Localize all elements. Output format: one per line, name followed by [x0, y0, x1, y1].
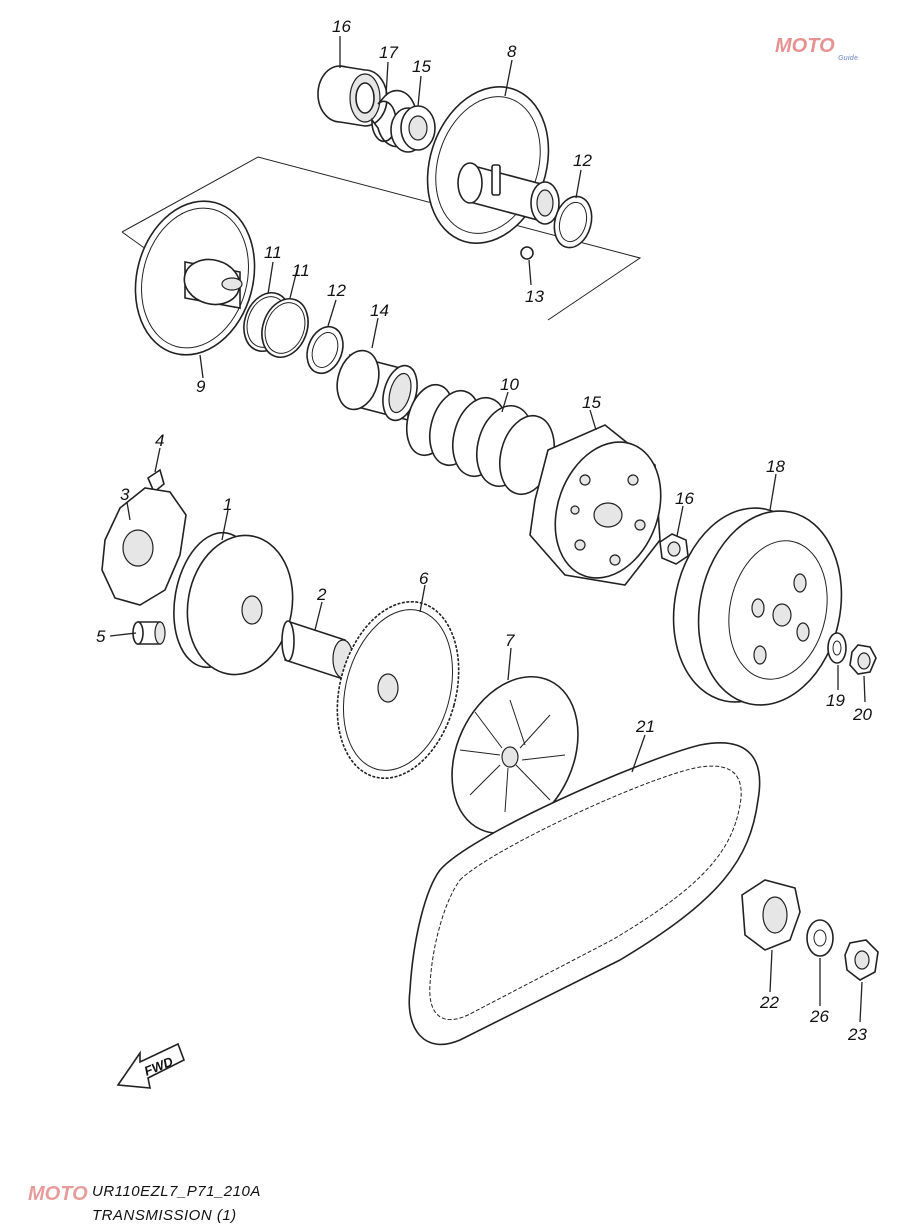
watermark-logo-bottom: MOTO: [28, 1183, 88, 1205]
leader-lines: [109, 36, 866, 1023]
callout-23: 21: [635, 717, 655, 736]
part-7-fan: [451, 675, 579, 835]
callout-20: 18: [766, 457, 785, 476]
callout-8: 8: [507, 42, 517, 61]
callout-18: 16: [332, 17, 351, 36]
part-4-fastener: [147, 468, 165, 494]
callout-7: 7: [505, 631, 515, 650]
part-25-nut: [844, 939, 879, 981]
fwd-direction-arrow: FWD: [116, 1042, 186, 1089]
part-9-driven-pulley-face: [134, 200, 256, 356]
callout-labels: 16 17 15 8 12 13 11 11 12 14 10 15 16 18…: [96, 17, 872, 1044]
watermark-text: MOTO: [775, 35, 835, 57]
part-2-sleeve: [281, 620, 354, 680]
watermark-logo-top: MOTO Guide: [775, 35, 858, 62]
part-5-collar: [132, 621, 166, 645]
callout-11-b: 11: [292, 261, 310, 280]
watermark-subtext: Guide: [838, 55, 858, 62]
watermark-text-bottom: MOTO: [28, 1183, 88, 1205]
part-1-movable-drive-face: [173, 531, 294, 676]
part-12-oring-lower: [306, 325, 344, 375]
part-20-clutch-housing: [672, 507, 843, 706]
callout-24: 22: [759, 993, 779, 1012]
callout-12-lower: 12: [327, 281, 346, 300]
callout-3: 3: [120, 485, 130, 504]
diagram-code: UR110EZL7_P71_210A: [92, 1183, 261, 1200]
part-23-v-belt: [408, 742, 761, 1046]
part-22-nut: [849, 644, 877, 675]
callout-17: 15: [412, 57, 431, 76]
callout-6: 6: [419, 569, 429, 588]
part-18-needle-bearing: [317, 65, 388, 127]
callout-1: 1: [223, 495, 232, 514]
callout-13: 13: [525, 287, 544, 306]
callout-16: 16: [675, 489, 694, 508]
callout-9: 9: [196, 377, 206, 396]
part-3-ramp-plate: [101, 487, 187, 606]
callout-25: 23: [847, 1025, 867, 1044]
callout-14: 14: [370, 301, 389, 320]
part-26-washer: [806, 919, 834, 957]
part-11-oring-b: [261, 298, 309, 358]
part-12-oring-upper: [553, 195, 593, 249]
diagram-title: TRANSMISSION (1): [92, 1207, 237, 1224]
callout-5: 5: [96, 627, 106, 646]
callout-21: 19: [826, 691, 845, 710]
callout-2: 2: [316, 585, 327, 604]
part-8-driven-face: [426, 86, 560, 244]
fwd-label: FWD: [142, 1054, 176, 1079]
part-24-spline-hub: [741, 879, 801, 951]
callout-15: 15: [582, 393, 601, 412]
part-16-nut: [659, 533, 689, 565]
callout-11-a: 11: [264, 243, 282, 262]
part-10-spring: [405, 383, 555, 496]
part-17-bearing: [390, 105, 436, 153]
callout-19: 17: [379, 43, 398, 62]
callout-22: 20: [852, 705, 872, 724]
callout-10: 10: [500, 375, 519, 394]
callout-12-upper: 12: [573, 151, 592, 170]
callout-26: 26: [809, 1007, 829, 1026]
part-15-clutch-assembly: [529, 424, 662, 586]
part-21-washer: [827, 632, 847, 664]
part-6-drive-face: [336, 600, 460, 780]
part-13-pin: [520, 246, 534, 260]
callout-4: 4: [155, 431, 164, 450]
part-14-spring-seat: [336, 349, 418, 422]
